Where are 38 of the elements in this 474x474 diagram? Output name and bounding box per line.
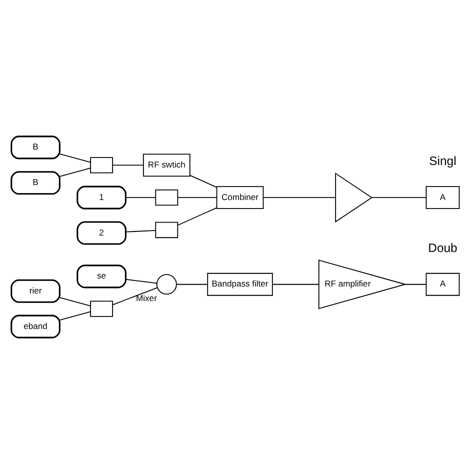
connector [189,174,218,188]
node-circle [156,274,177,295]
label: Doub [428,240,458,255]
node-box [155,222,178,238]
connector [59,153,91,163]
node-box: B [10,136,60,160]
node-box: 1 [76,186,126,210]
connector [59,297,91,306]
connector [59,168,91,177]
connector [262,197,336,198]
node-box: A [426,186,460,210]
connector [177,197,218,198]
connector [177,207,218,226]
node-box [155,189,178,206]
node-box [90,157,114,174]
node-triangle [335,172,373,223]
node-box: RF swtich [142,154,190,177]
node-box: B [10,171,60,195]
node-box: eband [10,314,60,338]
connector [272,284,320,285]
label: Singl [429,154,456,168]
node-box: Combiner [216,186,264,210]
node-box: Bandpass filter [207,272,273,296]
connector [125,197,156,198]
connector [371,197,427,198]
connector [112,164,144,166]
node-box: rier [10,279,60,303]
connector [176,284,208,285]
connector [125,230,156,232]
connector [404,284,427,285]
node-box: A [426,272,460,296]
node-box [90,300,114,317]
node-box: se [76,264,126,288]
connector [125,278,158,284]
connector [112,287,158,306]
node-label: Mixer [136,293,157,303]
node-box: 2 [76,221,126,245]
connector [59,311,91,321]
